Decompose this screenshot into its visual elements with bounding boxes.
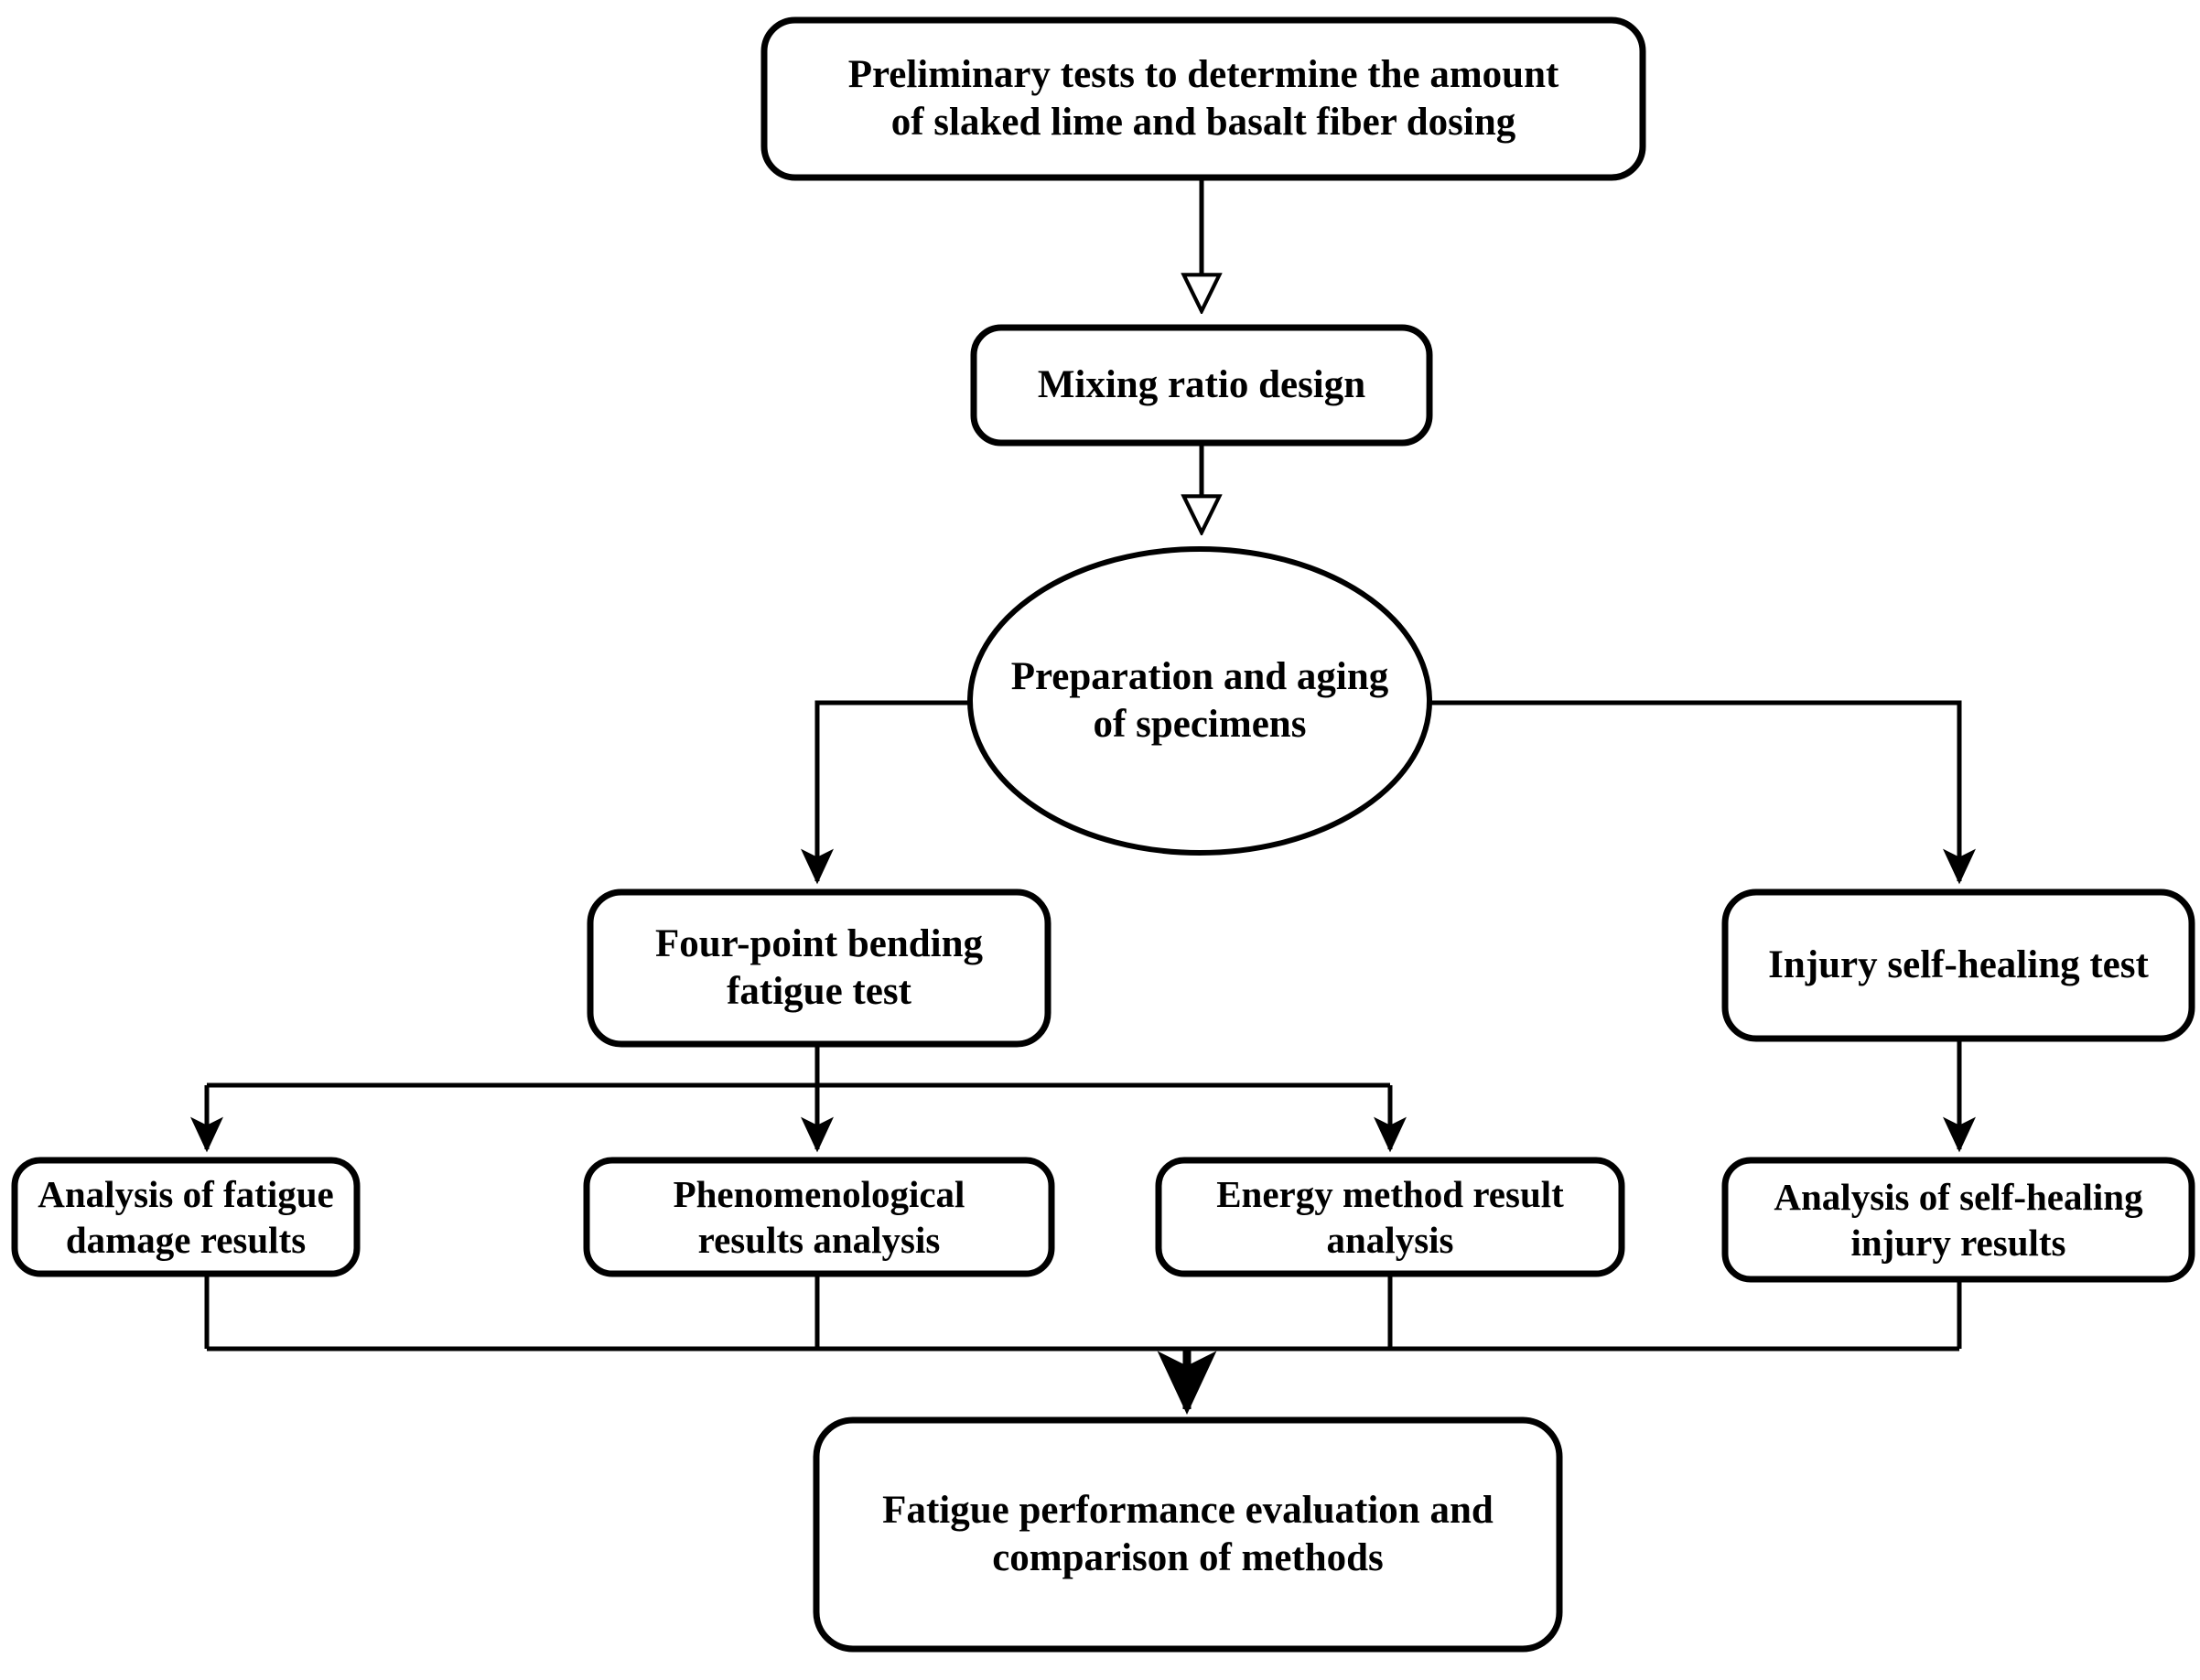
node-shape-mixing-ratio-design[interactable] [970, 324, 1433, 447]
node-shape-preliminary-tests[interactable] [760, 16, 1646, 181]
node-shapes [11, 16, 2195, 1653]
edge-preparation-to-four-point [801, 700, 970, 885]
node-shape-fatigue-damage-results[interactable] [11, 1157, 361, 1277]
edge-connectors [190, 178, 1976, 1415]
node-shape-four-point-bending[interactable] [587, 888, 1051, 1048]
node-shape-preparation-aging[interactable] [967, 546, 1432, 856]
edge-preparation-to-injury [1429, 700, 1976, 885]
node-shape-injury-self-healing-test[interactable] [1721, 888, 2195, 1042]
node-shape-fatigue-performance-evaluation[interactable] [813, 1416, 1563, 1653]
node-shape-self-healing-injury-results[interactable] [1721, 1157, 2195, 1283]
node-shape-energy-method-results[interactable] [1155, 1157, 1625, 1277]
node-shape-phenomenological-results[interactable] [583, 1157, 1055, 1277]
